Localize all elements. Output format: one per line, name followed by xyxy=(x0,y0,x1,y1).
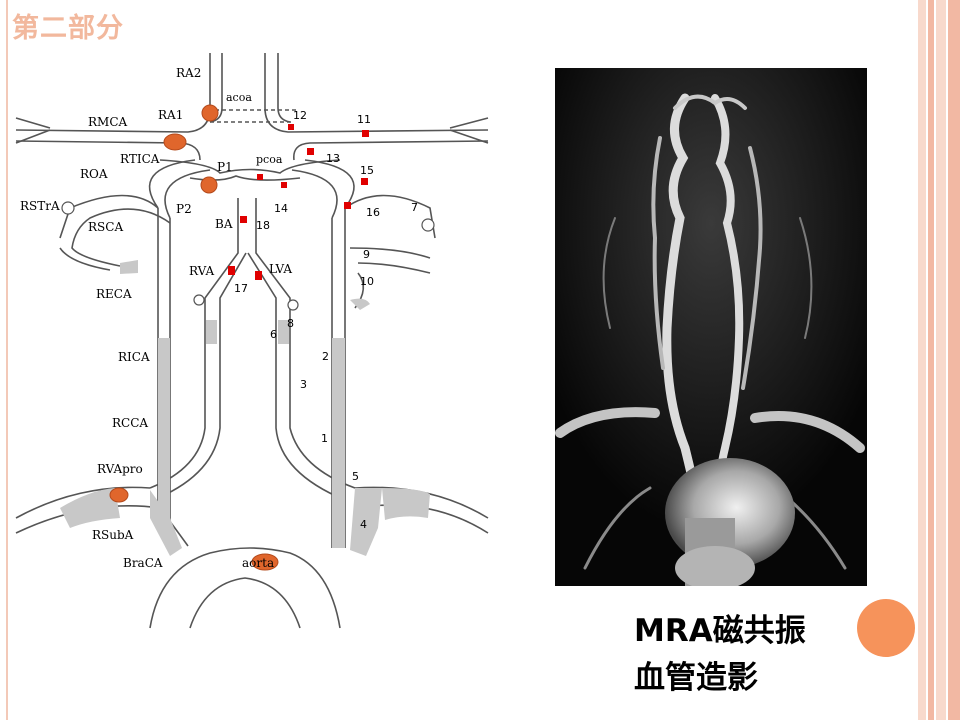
label-rica: RICA xyxy=(118,350,150,364)
number-17: 17 xyxy=(234,282,248,295)
mra-caption: MRA磁共振 血管造影 xyxy=(634,608,854,702)
lesion-markers xyxy=(109,104,279,571)
left-border-rule xyxy=(6,0,8,720)
label-reca: RECA xyxy=(96,287,132,301)
number-3: 3 xyxy=(300,378,307,391)
caption-line-1: MRA磁共振 xyxy=(634,613,806,649)
label-lva: LVA xyxy=(269,262,292,276)
number-11: 11 xyxy=(357,113,371,126)
number-9: 9 xyxy=(363,248,370,261)
number-18: 18 xyxy=(256,219,270,232)
number-14: 14 xyxy=(274,202,288,215)
caption-line-2: 血管造影 xyxy=(634,660,758,696)
label-p1: P1 xyxy=(217,160,233,174)
label-rstra: RSTrA xyxy=(20,199,60,213)
number-16: 16 xyxy=(366,206,380,219)
label-braca: BraCA xyxy=(123,556,163,570)
label-rcca: RCCA xyxy=(112,416,148,430)
number-13: 13 xyxy=(326,152,340,165)
label-ra2: RA2 xyxy=(176,66,201,80)
number-2: 2 xyxy=(322,350,329,363)
mra-image xyxy=(555,68,867,586)
label-ba: BA xyxy=(215,217,233,231)
label-rsuba: RSubA xyxy=(92,528,134,542)
number-4: 4 xyxy=(360,518,367,531)
number-1: 1 xyxy=(321,432,328,445)
number-12: 12 xyxy=(293,109,307,122)
label-rva: RVA xyxy=(189,264,214,278)
label-rtica: RTICA xyxy=(120,152,160,166)
number-10: 10 xyxy=(360,275,374,288)
label-rvapro: RVApro xyxy=(97,462,143,476)
number-8: 8 xyxy=(287,317,294,330)
number-15: 15 xyxy=(360,164,374,177)
label-rsca: RSCA xyxy=(88,220,123,234)
segment-numbers: 1 2 3 4 5 6 7 8 9 10 11 12 13 14 15 16 1… xyxy=(234,109,418,531)
label-rmca: RMCA xyxy=(88,115,128,129)
vessel-network xyxy=(15,53,489,629)
cerebral-artery-diagram: RA2 acoa RA1 RMCA RTICA P1 pcoa ROA RSTr… xyxy=(15,53,489,629)
label-acoa: acoa xyxy=(226,91,252,104)
number-6: 6 xyxy=(270,328,277,341)
slide-title: 第二部分 xyxy=(12,13,124,44)
label-pcoa: pcoa xyxy=(256,153,283,166)
vessel-junction-circles xyxy=(61,201,435,311)
artery-labels: RA2 acoa RA1 RMCA RTICA P1 pcoa ROA RSTr… xyxy=(20,66,292,570)
stenosis-markers xyxy=(228,124,369,280)
label-roa: ROA xyxy=(80,167,108,181)
right-decorative-stripes xyxy=(918,0,960,720)
number-7: 7 xyxy=(411,201,418,214)
label-aorta: aorta xyxy=(242,556,274,570)
highlighted-segments xyxy=(60,260,430,556)
label-ra1: RA1 xyxy=(158,108,183,122)
number-5: 5 xyxy=(352,470,359,483)
decorative-orange-circle xyxy=(857,599,915,657)
label-p2: P2 xyxy=(176,202,192,216)
